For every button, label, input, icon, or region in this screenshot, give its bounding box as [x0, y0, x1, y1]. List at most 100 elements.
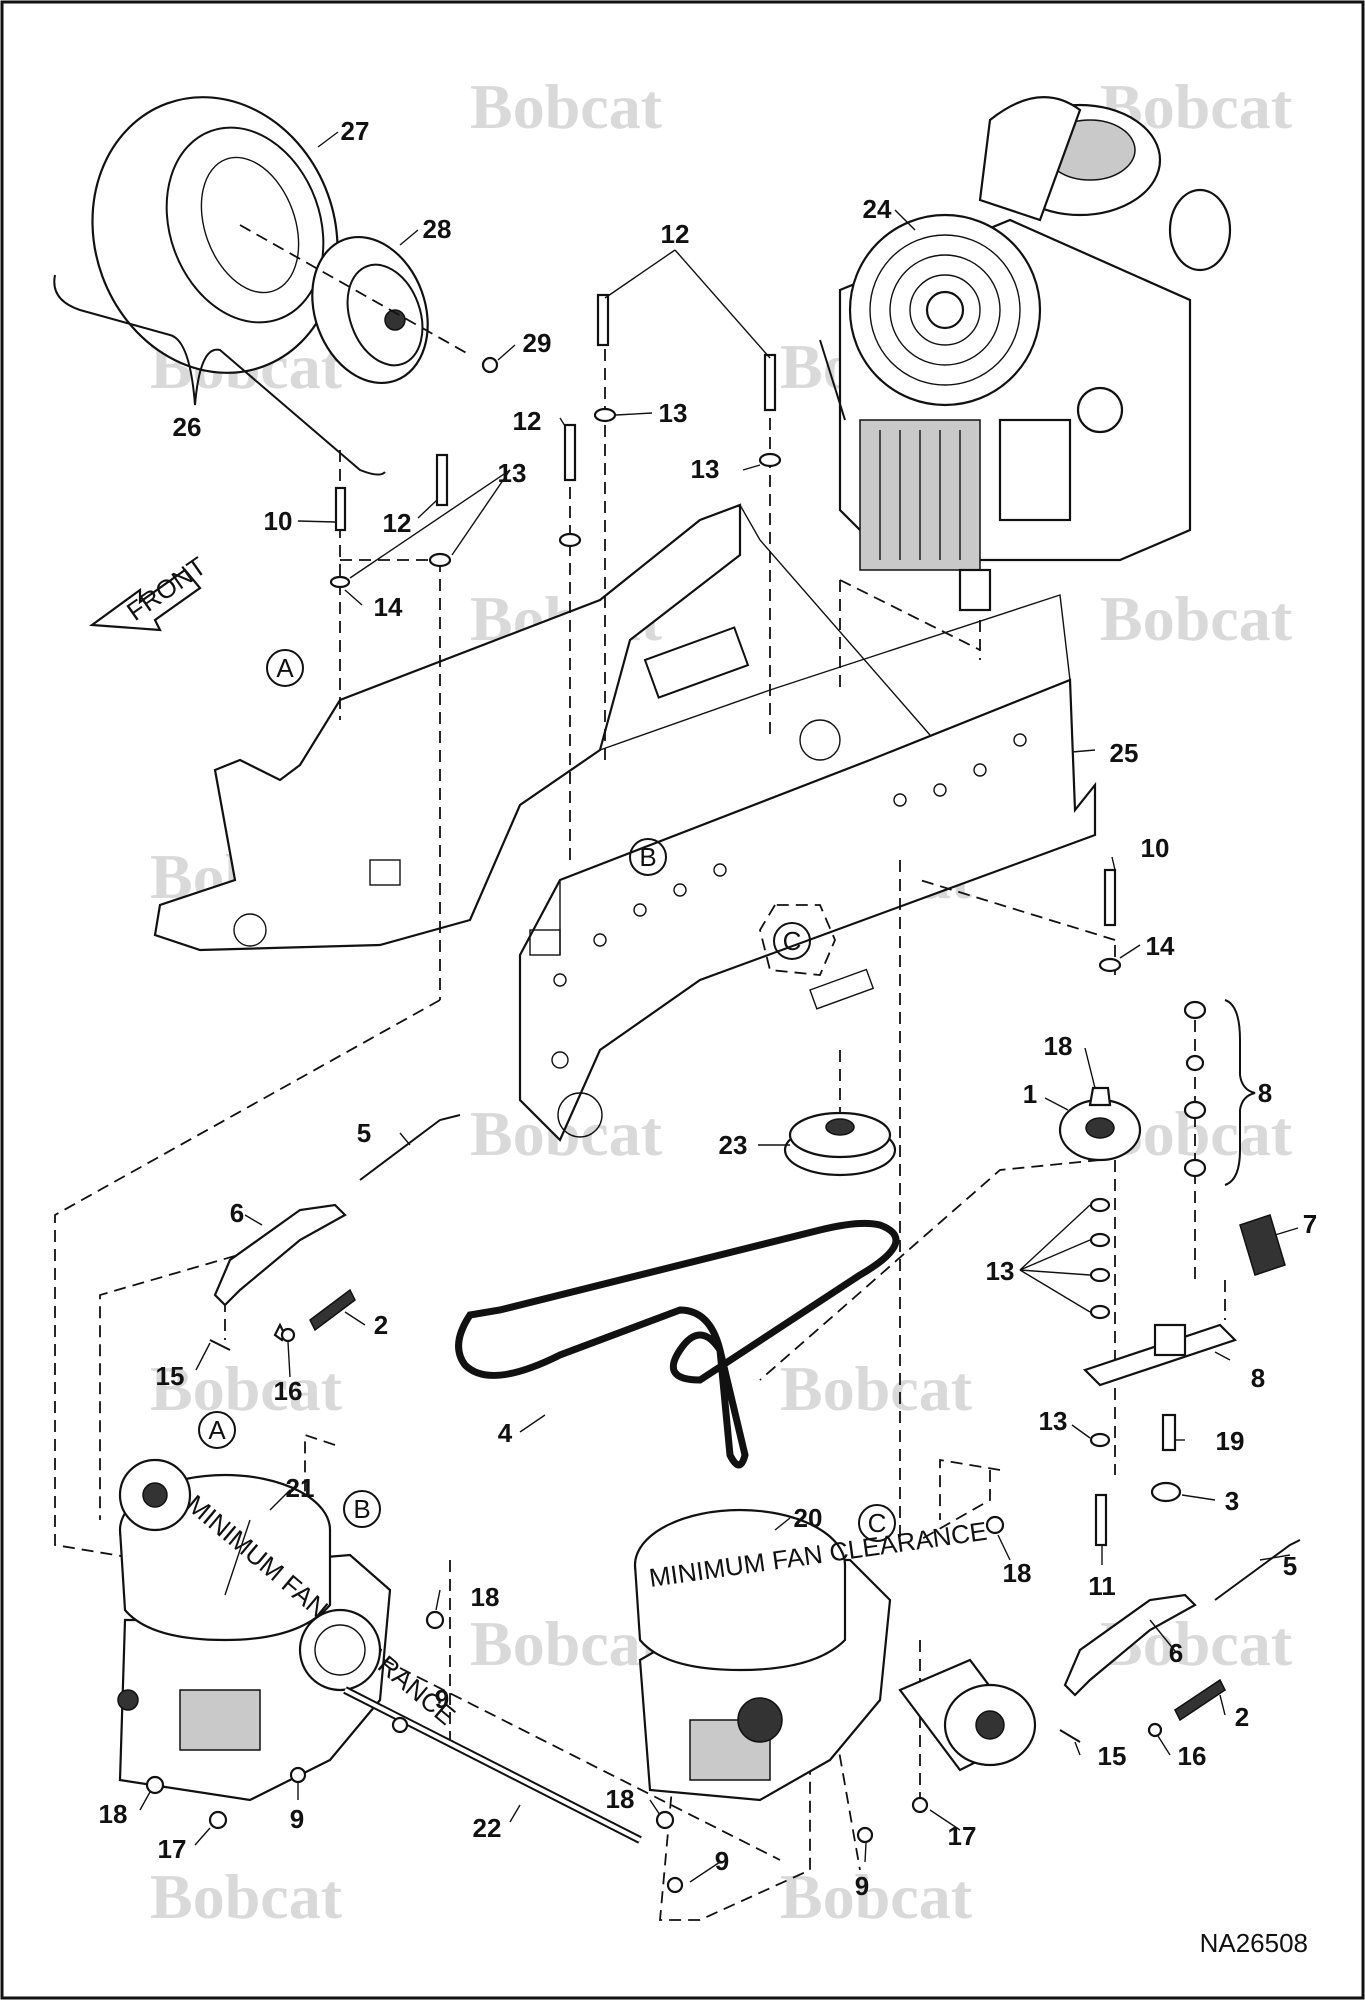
- callout-10: 10: [264, 506, 293, 536]
- callout-9: 9: [715, 1846, 729, 1876]
- frame-left-rail: [153, 503, 742, 952]
- frame-right-rail: [518, 678, 1097, 1142]
- callout-20: 20: [794, 1503, 823, 1533]
- idler-spring: [1239, 1214, 1286, 1276]
- callout-29: 29: [523, 328, 552, 358]
- callout-12: 12: [383, 508, 412, 538]
- callout-19: 19: [1216, 1426, 1245, 1456]
- watermark: Bobcat: [470, 71, 663, 142]
- washer: [758, 452, 782, 468]
- washer: [428, 552, 452, 568]
- watermark: Bobcat: [1100, 583, 1293, 654]
- callout-11: 11: [1088, 1571, 1116, 1601]
- callout-13: 13: [986, 1256, 1015, 1286]
- drive-belt: [455, 1219, 900, 1469]
- bolt: [1103, 868, 1117, 927]
- reference-letter: A: [208, 1415, 226, 1445]
- callout-9: 9: [290, 1804, 304, 1834]
- tire-assembly: [53, 96, 499, 476]
- callout-13: 13: [659, 398, 688, 428]
- callout-15: 15: [156, 1361, 185, 1391]
- nut: [1088, 1086, 1112, 1107]
- washer: [558, 532, 582, 548]
- callout-labels: 27 28 29 26 12 24 13 12 13 13 12 10 14 2…: [99, 116, 1318, 1901]
- frame-assembly: [153, 503, 1097, 1142]
- reference-circles: A B C A B C: [198, 649, 896, 1542]
- callout-8: 8: [1251, 1363, 1265, 1393]
- callout-17: 17: [948, 1821, 977, 1851]
- washer: [1098, 957, 1122, 973]
- idler-arm-hub: [1153, 1323, 1187, 1357]
- callout-15: 15: [1098, 1741, 1127, 1771]
- callout-28: 28: [423, 214, 452, 244]
- assembly-brace-26: [53, 274, 386, 476]
- watermark: Bobcat: [780, 1353, 973, 1424]
- bolt: [334, 486, 347, 532]
- linkage-right: [1059, 1539, 1301, 1743]
- callout-24: 24: [863, 194, 892, 224]
- figure-number: NA26508: [1200, 1928, 1308, 1958]
- lug-nut: [481, 356, 499, 374]
- callout-2: 2: [374, 1310, 388, 1340]
- callout-6: 6: [1169, 1638, 1183, 1668]
- callout-13: 13: [691, 454, 720, 484]
- callout-26: 26: [173, 412, 202, 442]
- callout-27: 27: [341, 116, 370, 146]
- watermark: Bobcat: [470, 1608, 663, 1679]
- bolt: [596, 293, 610, 347]
- watermark: Bobcat: [150, 1353, 343, 1424]
- reference-circle-c: [773, 922, 811, 960]
- reference-letter: B: [353, 1494, 370, 1524]
- callout-22: 22: [473, 1813, 502, 1843]
- bolt: [563, 423, 577, 482]
- callout-13: 13: [1039, 1406, 1068, 1436]
- callout-4: 4: [498, 1418, 513, 1448]
- engine-assembly: [819, 96, 1232, 612]
- callout-8: 8: [1258, 1078, 1272, 1108]
- callout-18: 18: [1003, 1558, 1032, 1588]
- reference-circle-b: [343, 1490, 381, 1528]
- front-direction-arrow: FRONT: [88, 551, 212, 632]
- linkage-left: [209, 1114, 461, 1351]
- washer: [593, 407, 617, 423]
- watermark: Bobcat: [150, 1861, 343, 1932]
- callout-21: 21: [286, 1473, 315, 1503]
- callout-16: 16: [1178, 1741, 1207, 1771]
- leader-lines: [139, 131, 1299, 1883]
- left-transaxle: MINIMUM FAN CLEARANCE: [117, 1458, 461, 1802]
- callout-6: 6: [230, 1198, 244, 1228]
- tire: [91, 96, 339, 374]
- callout-14: 14: [1146, 931, 1175, 961]
- reference-letter: C: [783, 926, 802, 956]
- reference-letter: A: [276, 653, 294, 683]
- callout-12: 12: [513, 406, 542, 436]
- callout-5: 5: [357, 1118, 371, 1148]
- reference-circle-c: [858, 1504, 896, 1542]
- bolt: [763, 353, 777, 412]
- reference-letter: B: [639, 842, 656, 872]
- reference-circle-a: [198, 1411, 236, 1449]
- left-gear-cover: [298, 1608, 382, 1692]
- reference-circle-b: [629, 838, 667, 876]
- callout-13: 13: [498, 458, 527, 488]
- callout-25: 25: [1110, 738, 1139, 768]
- callout-3: 3: [1225, 1486, 1239, 1516]
- callout-17: 17: [158, 1834, 187, 1864]
- callout-10: 10: [1141, 833, 1170, 863]
- callout-5: 5: [1283, 1551, 1297, 1581]
- callout-9: 9: [855, 1871, 869, 1901]
- bolt: [435, 453, 449, 507]
- callout-16: 16: [274, 1376, 303, 1406]
- small-nuts: [145, 1515, 1005, 1894]
- callout-14: 14: [374, 592, 403, 622]
- callout-1: 1: [1023, 1079, 1037, 1109]
- callout-7: 7: [1303, 1209, 1317, 1239]
- right-transaxle: MINIMUM FAN CLEARANCE: [633, 1508, 1037, 1802]
- watermark: Bobcat: [780, 1861, 973, 1932]
- pulleys: [783, 999, 1286, 1547]
- callout-18: 18: [1044, 1031, 1073, 1061]
- washer: [329, 575, 351, 589]
